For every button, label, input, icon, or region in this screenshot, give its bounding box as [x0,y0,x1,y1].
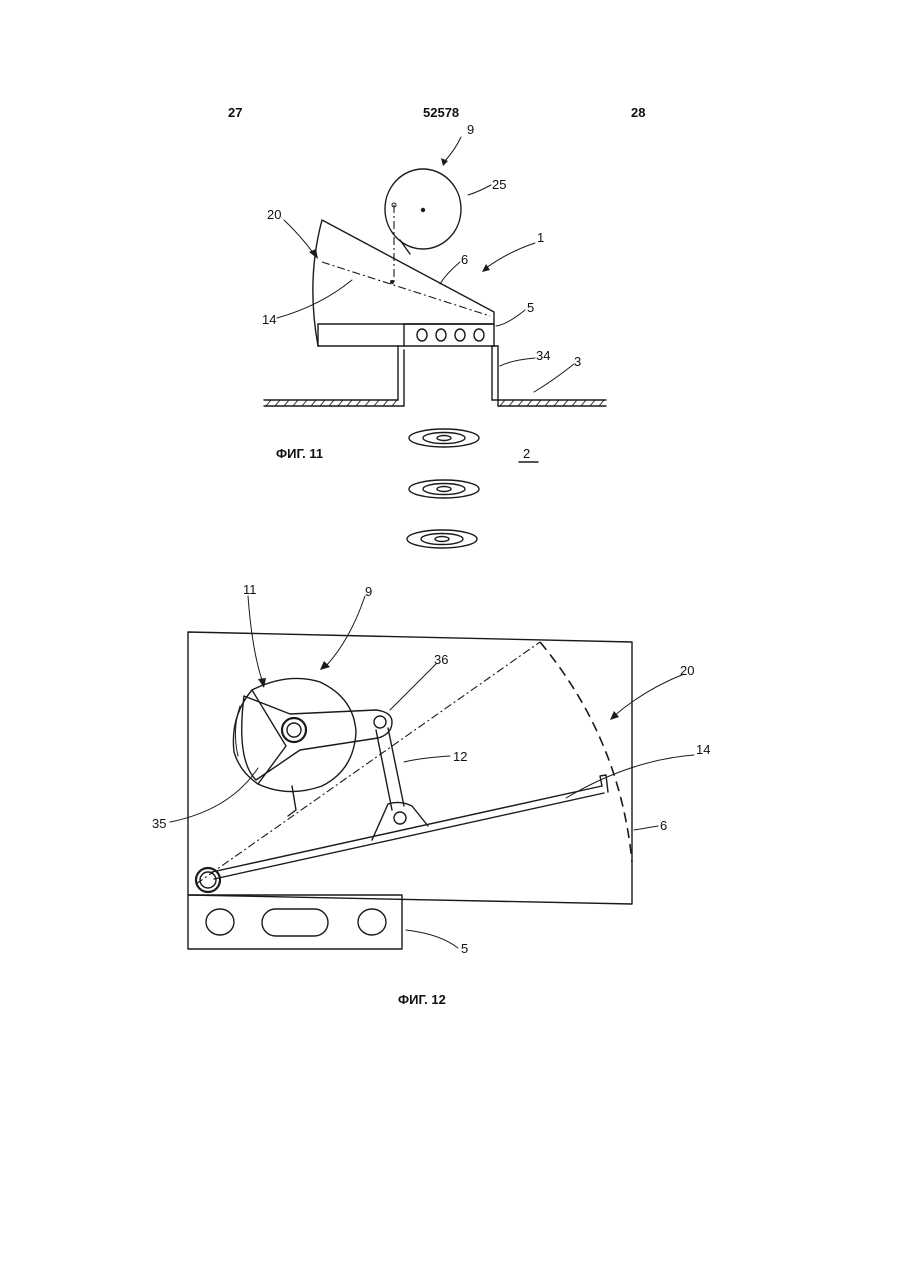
fig12-label-12: 12 [453,749,467,764]
fig11-label-6: 6 [461,252,468,267]
fig11-label-3: 3 [574,354,581,369]
fig11-label-14: 14 [262,312,276,327]
document-number: 52578 [423,105,459,120]
fig11-label-34: 34 [536,348,550,363]
arm-14 [212,775,608,879]
fig12-label-36: 36 [434,652,448,667]
fig11-label-20: 20 [267,207,281,222]
right-page-number: 28 [631,105,645,120]
left-page-number: 27 [228,105,242,120]
disc-11 [233,678,392,816]
fig11-caption: ФИГ. 11 [276,446,323,461]
bottom-block [188,895,402,949]
figure-11: 9 25 20 1 6 14 5 34 3 2 ФИГ. 11 [262,122,606,548]
fig12-label-35: 35 [152,816,166,831]
fig11-label-25: 25 [492,177,506,192]
figure-12: 11 9 36 20 12 14 35 6 5 ФИГ. 12 [152,582,710,1007]
fig12-label-6: 6 [660,818,667,833]
fig12-label-14: 14 [696,742,710,757]
link-12 [372,728,428,840]
fig11-label-9: 9 [467,122,474,137]
fig12-label-11: 11 [243,582,257,597]
sweep-arc [540,642,632,862]
falling-discs [407,429,479,548]
fig11-label-2: 2 [523,446,530,461]
roller-row [404,324,494,346]
fig12-caption: ФИГ. 12 [398,992,446,1007]
fig12-label-20: 20 [680,663,694,678]
fig11-label-5: 5 [527,300,534,315]
fig11-label-1: 1 [537,230,544,245]
fig12-label-5: 5 [461,941,468,956]
floor-plate [264,346,606,406]
wheel-25 [385,169,461,254]
fig12-label-9: 9 [365,584,372,599]
